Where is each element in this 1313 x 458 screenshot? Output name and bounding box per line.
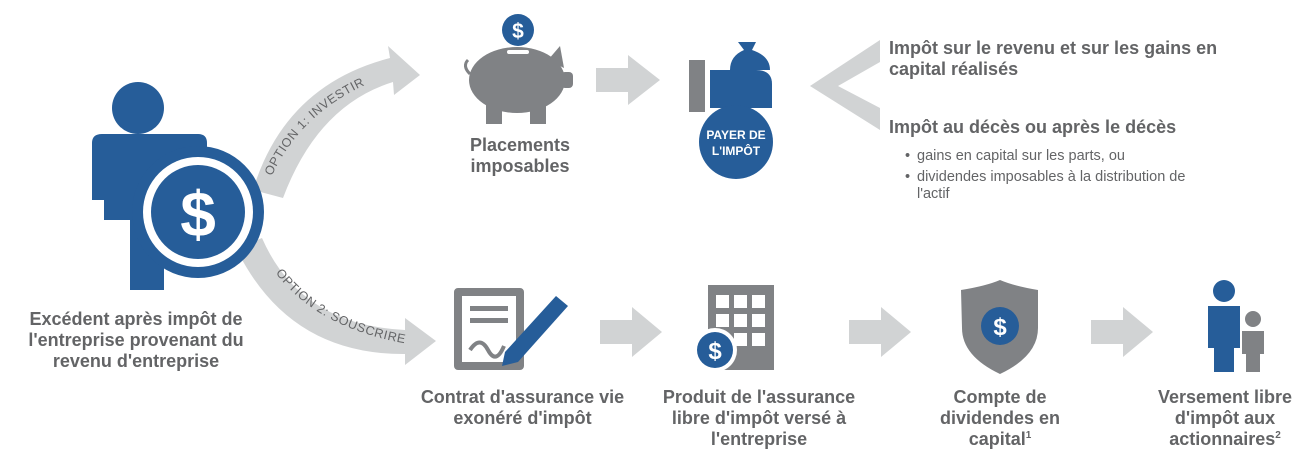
flow-arrow-1: [596, 55, 660, 105]
flow-arrow-4: [1091, 307, 1153, 357]
signed-contract-icon: [454, 288, 568, 370]
dollar-shield-icon: $: [961, 280, 1038, 374]
svg-text:L'IMPÔT: L'IMPÔT: [712, 143, 761, 158]
parent-and-child-icon: [1208, 280, 1264, 372]
tax-death-label: Impôt au décès ou après le décès: [889, 117, 1177, 137]
svg-text:$: $: [180, 178, 216, 250]
contract-label: Contrat d'assurance vie exonéré d'impôt: [420, 387, 625, 428]
payout-label: Versement libre d'impôt aux actionnaires…: [1145, 387, 1305, 450]
svg-text:$: $: [993, 314, 1007, 341]
cda-label-text: Compte de dividendes en capital: [939, 387, 1061, 449]
office-building-icon: $: [693, 285, 774, 372]
option2-arrow: [236, 238, 436, 365]
cda-label: Compte de dividendes en capital1: [930, 387, 1070, 450]
flow-arrow-3: [849, 307, 911, 357]
proceeds-label: Produit de l'assurance libre d'impôt ver…: [662, 387, 856, 449]
person-with-dollar-coin-icon: $: [92, 82, 264, 290]
list-item: dividendes imposables à la distribution …: [903, 169, 1203, 203]
branch-chevron: [810, 40, 880, 130]
flow-arrow-2: [600, 307, 662, 357]
footnote-2: 2: [1275, 430, 1281, 441]
hand-holding-money-bag-icon: PAYER DE L'IMPÔT: [689, 42, 773, 179]
svg-text:$: $: [512, 20, 524, 43]
tax-death-list: gains en capital sur les parts, ou divid…: [903, 148, 1203, 203]
payout-label-text: Versement libre d'impôt aux actionnaires: [1157, 387, 1293, 449]
svg-text:$: $: [708, 338, 722, 365]
svg-text:PAYER DE: PAYER DE: [706, 128, 765, 142]
list-item: gains en capital sur les parts, ou: [903, 148, 1203, 165]
left-surplus-label: Excédent après impôt de l'entreprise pro…: [28, 309, 244, 371]
piggy-bank-icon: $: [463, 14, 573, 124]
investments-label: Placements imposables: [469, 135, 571, 176]
option1-arrow: [253, 46, 420, 198]
footnote-1: 1: [1025, 430, 1032, 441]
tax-income-label: Impôt sur le revenu et sur les gains en …: [889, 38, 1218, 79]
